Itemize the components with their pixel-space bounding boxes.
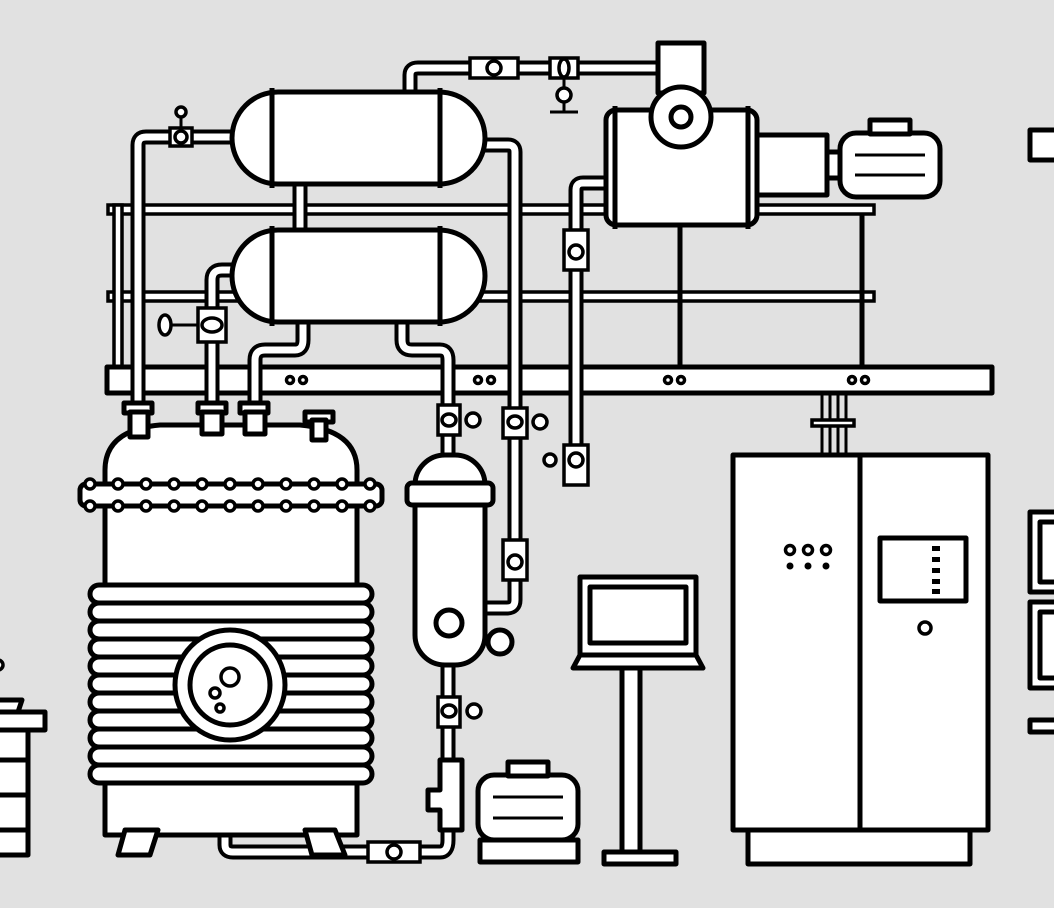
- control-cabinet[interactable]: [730, 452, 991, 867]
- reactor-jacket: [87, 582, 375, 786]
- pipework: [130, 60, 856, 860]
- left-edge-table: [0, 658, 48, 858]
- valve-icon: [157, 306, 228, 344]
- feed-pump: [425, 757, 581, 865]
- reactor: [77, 400, 385, 858]
- valve-icon: [366, 840, 422, 864]
- valve-icon: [501, 538, 529, 582]
- flange-bolts: [83, 477, 377, 513]
- beam-bolts: [284, 374, 871, 386]
- valve-icon: [542, 443, 590, 487]
- cabinet-display[interactable]: [877, 535, 969, 604]
- indicator-lights-icon[interactable]: [783, 543, 833, 570]
- valve-icon: [562, 228, 590, 272]
- valve-icon: [548, 56, 580, 114]
- heat-exchanger-upper: [229, 88, 488, 188]
- display-indicator-bars[interactable]: [932, 546, 940, 594]
- control-terminal[interactable]: [570, 574, 706, 867]
- manhole-icon: [172, 627, 288, 743]
- valve-icon: [168, 105, 194, 148]
- valve-icon: [436, 695, 483, 729]
- cabinet-lock-icon[interactable]: [917, 620, 933, 636]
- valve-icon: [501, 406, 549, 440]
- heat-exchanger-lower: [229, 226, 488, 326]
- separator-column: [404, 452, 515, 668]
- valve-icon: [468, 56, 520, 80]
- valve-icon: [436, 403, 482, 437]
- condenser-unit: [603, 40, 943, 229]
- valves: [157, 56, 590, 864]
- right-edge-equipment: [1027, 127, 1054, 735]
